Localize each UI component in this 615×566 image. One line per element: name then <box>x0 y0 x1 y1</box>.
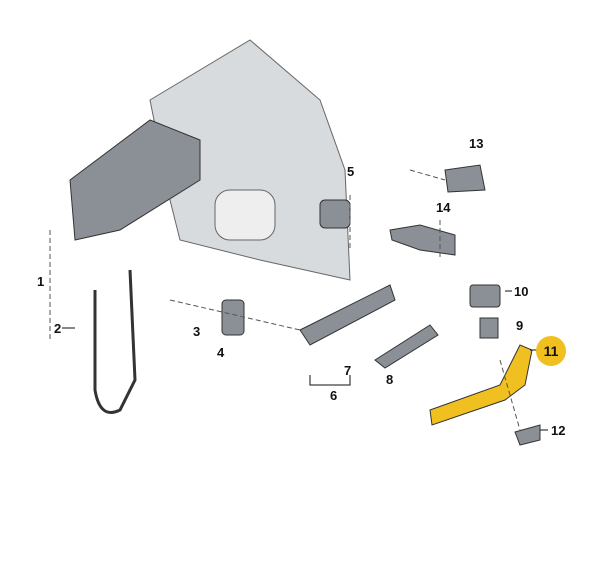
label-12: 12 <box>551 423 566 438</box>
leader-lines <box>49 169 521 431</box>
part-4-bracket <box>221 299 245 336</box>
label-9: 9 <box>516 318 524 333</box>
part-14-cylinder <box>389 224 456 256</box>
label-6: 6 <box>330 388 338 403</box>
part-10-cap <box>469 284 501 308</box>
label-5: 5 <box>347 164 355 179</box>
label-7: 7 <box>344 363 352 378</box>
cable <box>93 269 137 414</box>
part-8-rod <box>374 324 439 369</box>
part-5-seal <box>319 199 351 229</box>
label-10: 10 <box>514 284 529 299</box>
label-11-highlighted: 11 <box>536 336 566 366</box>
handle-recess <box>214 189 276 241</box>
label-14: 14 <box>436 200 451 215</box>
part-9-clip <box>479 317 499 339</box>
label-2: 2 <box>54 321 62 336</box>
label-1: 1 <box>37 274 45 289</box>
label-8: 8 <box>386 372 394 387</box>
label-3: 3 <box>193 324 201 339</box>
part-6-carrier <box>299 284 396 346</box>
lock-carrier <box>69 119 201 241</box>
label-4: 4 <box>217 345 225 360</box>
part-12-clip <box>514 424 541 446</box>
car-body-panel <box>149 39 351 281</box>
part-13-cap <box>444 164 486 193</box>
part-11-handle <box>429 344 533 426</box>
label-13: 13 <box>469 136 484 151</box>
